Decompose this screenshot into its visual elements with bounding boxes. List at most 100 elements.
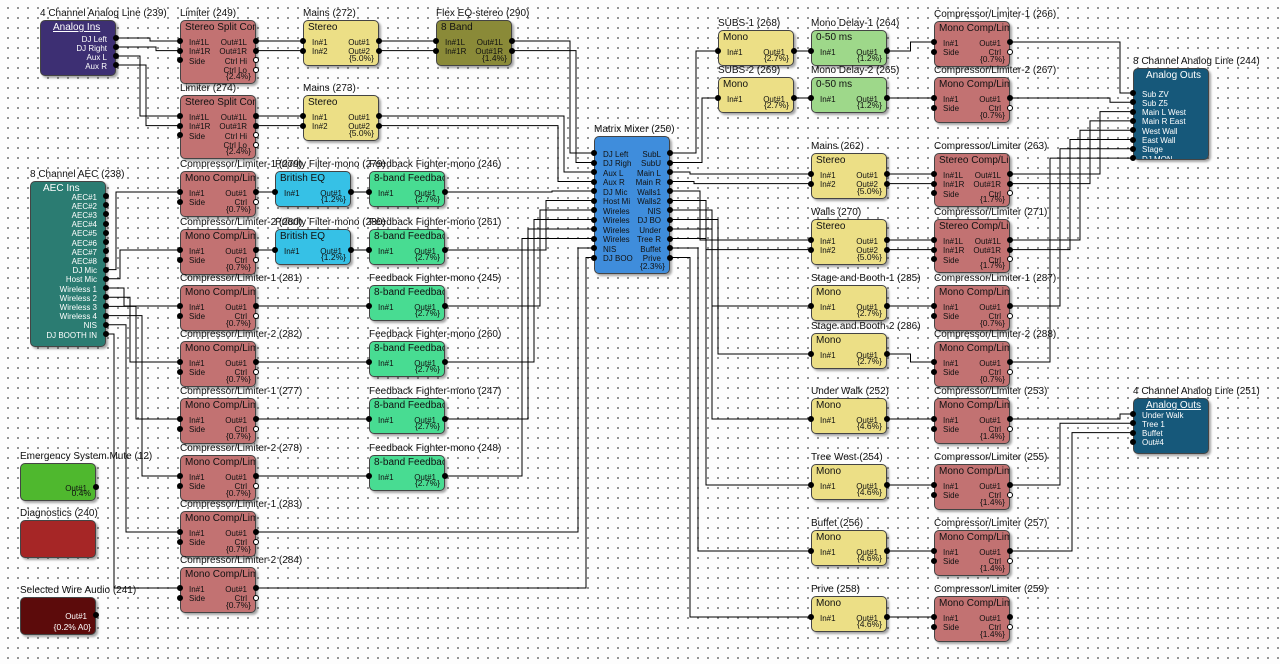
- input-pin[interactable]: [808, 171, 814, 177]
- input-pin[interactable]: [177, 529, 183, 535]
- output-pin[interactable]: [348, 189, 354, 195]
- output-pin[interactable]: [103, 275, 109, 282]
- output-pin[interactable]: [253, 425, 259, 432]
- output-pin[interactable]: [1007, 557, 1013, 564]
- output-pin[interactable]: [1007, 416, 1013, 422]
- output-pin[interactable]: [253, 368, 259, 375]
- output-pin[interactable]: [442, 416, 448, 422]
- input-pin[interactable]: [177, 57, 183, 64]
- output-pin[interactable]: [884, 180, 890, 187]
- output-pin[interactable]: [253, 473, 259, 479]
- input-pin[interactable]: [177, 416, 183, 422]
- input-pin[interactable]: [1130, 127, 1136, 134]
- block-b241[interactable]: Out#1{0.2% A0}Selected Wire Audio (241): [20, 585, 136, 635]
- output-pin[interactable]: [113, 44, 119, 50]
- output-pin[interactable]: [103, 303, 109, 310]
- input-pin[interactable]: [177, 594, 183, 601]
- output-pin[interactable]: [1007, 482, 1013, 488]
- output-pin[interactable]: [1007, 104, 1013, 111]
- output-pin[interactable]: [509, 47, 515, 54]
- output-pin[interactable]: [1007, 180, 1013, 187]
- output-pin[interactable]: [884, 303, 890, 309]
- output-pin[interactable]: [253, 256, 259, 263]
- input-pin[interactable]: [366, 416, 372, 422]
- output-pin[interactable]: [1007, 39, 1013, 45]
- output-pin[interactable]: [103, 239, 109, 245]
- output-pin[interactable]: [884, 351, 890, 357]
- input-pin[interactable]: [177, 303, 183, 309]
- input-pin[interactable]: [366, 247, 372, 253]
- output-pin[interactable]: [113, 62, 119, 68]
- input-pin[interactable]: [931, 557, 937, 564]
- output-pin[interactable]: [253, 132, 259, 139]
- output-pin[interactable]: [1007, 368, 1013, 375]
- input-pin[interactable]: [177, 312, 183, 319]
- output-pin[interactable]: [884, 48, 890, 54]
- output-pin[interactable]: [253, 113, 259, 119]
- output-pin[interactable]: [667, 197, 673, 204]
- input-pin[interactable]: [808, 237, 814, 243]
- input-pin[interactable]: [177, 538, 183, 545]
- input-pin[interactable]: [177, 47, 183, 54]
- output-pin[interactable]: [1007, 614, 1013, 620]
- output-pin[interactable]: [667, 159, 673, 166]
- output-pin[interactable]: [253, 57, 259, 64]
- output-pin[interactable]: [103, 312, 109, 319]
- input-pin[interactable]: [177, 256, 183, 263]
- input-pin[interactable]: [177, 189, 183, 195]
- output-pin[interactable]: [884, 237, 890, 243]
- input-pin[interactable]: [366, 359, 372, 365]
- input-pin[interactable]: [931, 623, 937, 630]
- input-pin[interactable]: [177, 482, 183, 489]
- input-pin[interactable]: [177, 585, 183, 591]
- output-pin[interactable]: [376, 122, 382, 129]
- input-pin[interactable]: [300, 47, 306, 54]
- output-pin[interactable]: [253, 122, 259, 129]
- output-pin[interactable]: [884, 416, 890, 422]
- input-pin[interactable]: [177, 368, 183, 375]
- output-pin[interactable]: [884, 246, 890, 253]
- input-pin[interactable]: [177, 425, 183, 432]
- input-pin[interactable]: [931, 482, 937, 488]
- input-pin[interactable]: [808, 246, 814, 253]
- output-pin[interactable]: [253, 38, 259, 44]
- input-pin[interactable]: [177, 132, 183, 139]
- block-b240[interactable]: Diagnostics (240): [20, 508, 98, 558]
- input-pin[interactable]: [931, 303, 937, 309]
- output-pin[interactable]: [103, 229, 109, 236]
- output-pin[interactable]: [1007, 190, 1013, 197]
- input-pin[interactable]: [300, 122, 306, 129]
- input-pin[interactable]: [931, 312, 937, 319]
- input-pin[interactable]: [808, 180, 814, 187]
- output-pin[interactable]: [442, 473, 448, 479]
- input-pin[interactable]: [366, 473, 372, 479]
- output-pin[interactable]: [253, 247, 259, 253]
- output-pin[interactable]: [253, 66, 259, 73]
- input-pin[interactable]: [177, 359, 183, 365]
- input-pin[interactable]: [1130, 108, 1136, 115]
